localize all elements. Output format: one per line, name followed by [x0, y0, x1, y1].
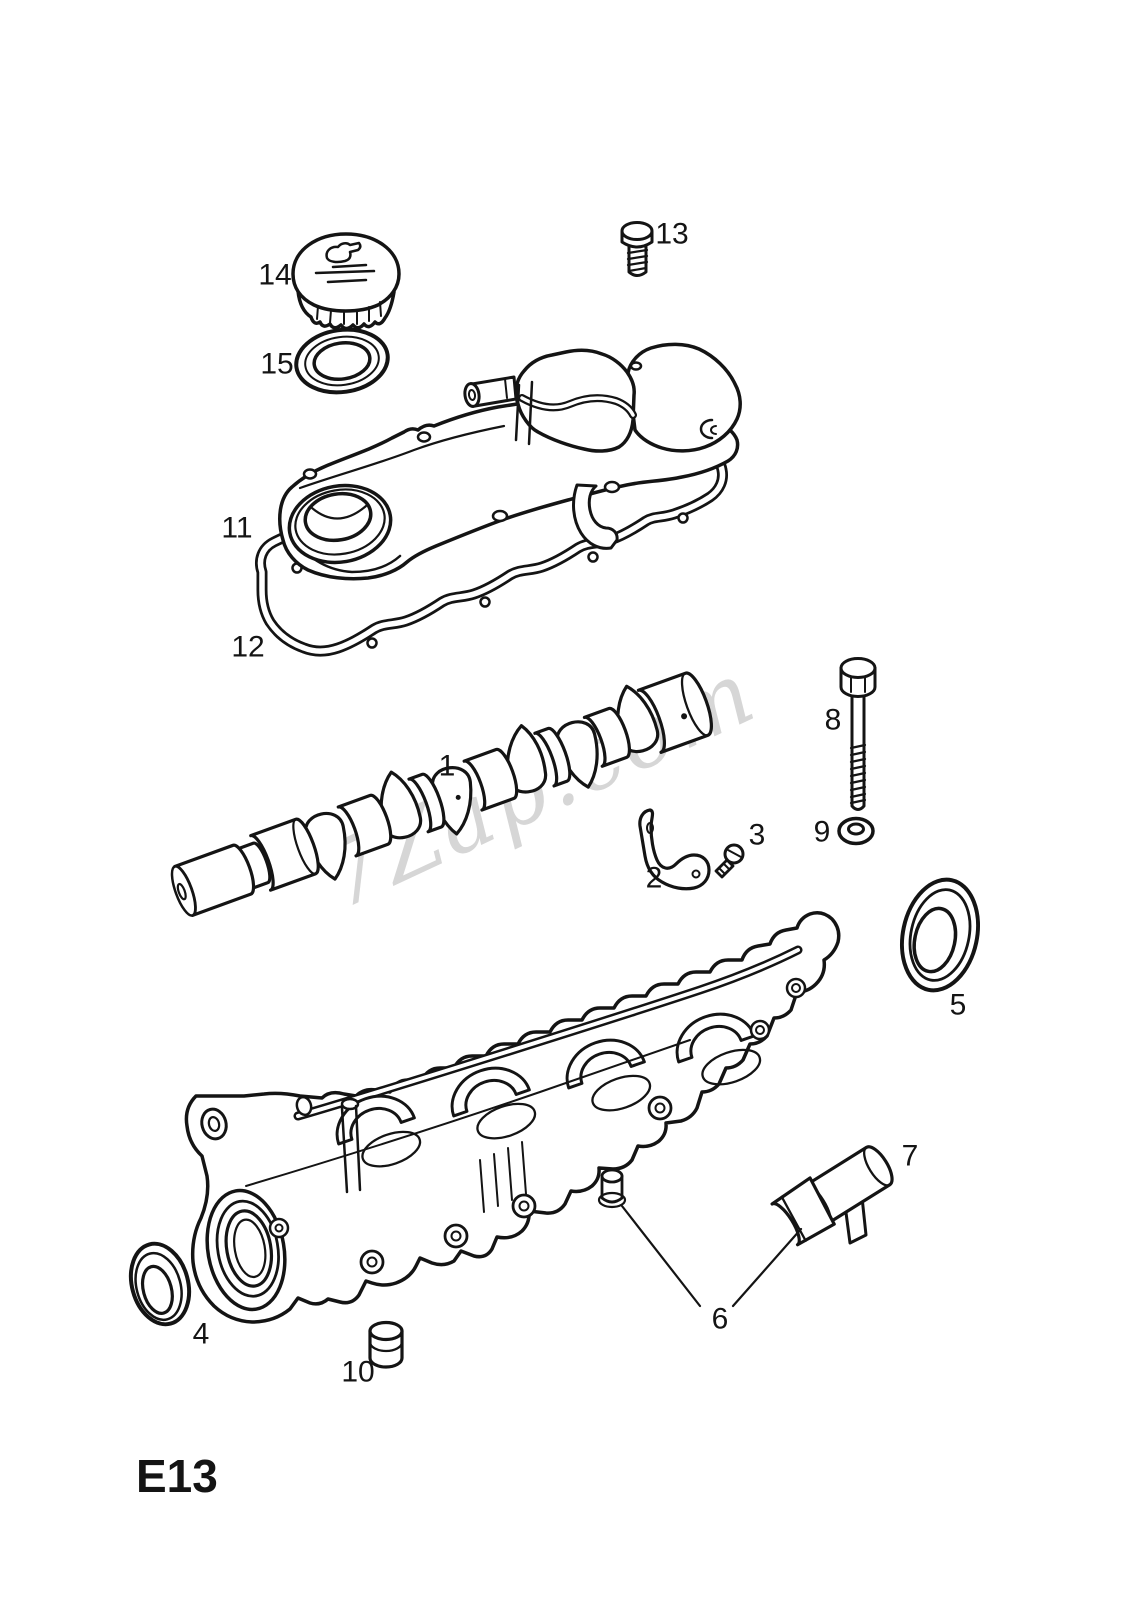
camshaft-cover: [278, 342, 742, 581]
camshaft: [170, 671, 713, 917]
breather-spigot: [463, 375, 518, 408]
callout-14: 14: [258, 259, 291, 292]
washer: [837, 816, 875, 846]
outlet-connector: [770, 1145, 894, 1247]
callout-1: 1: [439, 750, 456, 783]
bracket-screw: [714, 843, 745, 879]
oil-can-icon: [325, 241, 362, 264]
oil-seal-rear: [899, 877, 981, 993]
cover-hook-tab: [572, 483, 619, 550]
oil-seal-front: [128, 1241, 192, 1327]
leader-6b: [731, 1227, 803, 1308]
wing-curl-detail: [699, 418, 714, 440]
callout-15: 15: [260, 348, 293, 381]
gasket-bolt-holes: [291, 512, 689, 649]
callout-3: 3: [749, 819, 766, 852]
callout-13: 13: [655, 218, 688, 251]
filler-neck: [287, 483, 402, 574]
callout-7: 7: [902, 1140, 919, 1173]
callout-6: 6: [712, 1303, 729, 1336]
housing-bolt: [839, 657, 877, 811]
cover-bolt-ears: [302, 431, 621, 523]
callout-11: 11: [221, 512, 252, 545]
bolt-bosses: [359, 977, 807, 1275]
page-code: E13: [136, 1450, 218, 1502]
camshaft-housing: [184, 911, 841, 1324]
callout-2: 2: [646, 862, 663, 895]
callout-10: 10: [341, 1356, 374, 1389]
front-boss: [205, 1188, 287, 1312]
cap-seal-ring: [294, 327, 390, 395]
leader-lines: [620, 1204, 803, 1308]
leader-6a: [620, 1204, 702, 1308]
callout-4: 4: [193, 1318, 210, 1351]
camshaft-bracket: [638, 808, 711, 891]
callout-8: 8: [825, 704, 842, 737]
housing-stud: [597, 1168, 627, 1209]
flange-bolt-13: [620, 221, 654, 277]
callout-12: 12: [231, 631, 264, 664]
cup-plug: [368, 1320, 404, 1369]
oil-filler-cap: [291, 232, 401, 331]
callout-5: 5: [950, 989, 967, 1022]
callout-9: 9: [814, 816, 831, 849]
